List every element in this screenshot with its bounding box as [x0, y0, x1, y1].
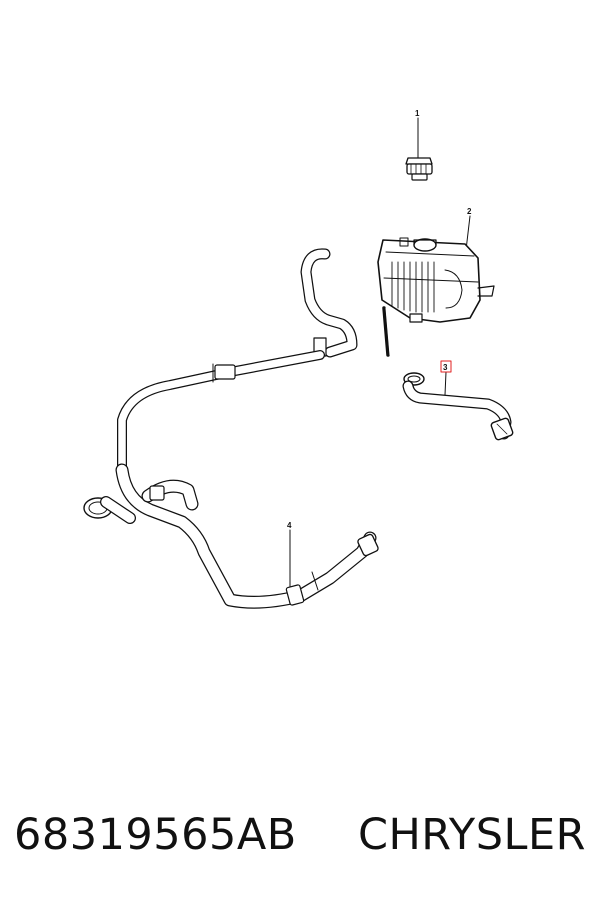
callout-4: 4	[287, 521, 292, 530]
callout-3: 3	[440, 360, 452, 373]
coolant-hose-assembly-part-4	[83, 248, 379, 609]
callout-label-3: 3	[443, 363, 448, 372]
parts-diagram: 1 2 3 4	[83, 109, 514, 609]
caption-bar: 68319565AB CHRYSLER	[0, 800, 600, 870]
part-number: 68319565AB	[14, 810, 297, 860]
callout-label-2: 2	[467, 207, 472, 216]
callout-label-1: 1	[415, 109, 420, 118]
coolant-hose-part-3	[402, 371, 514, 441]
brand-name: CHRYSLER	[357, 810, 586, 860]
pressure-cap	[405, 117, 433, 181]
callout-2: 2	[467, 207, 472, 216]
coolant-reservoir	[377, 215, 495, 357]
callout-1: 1	[415, 109, 420, 118]
callout-label-4: 4	[287, 521, 292, 530]
